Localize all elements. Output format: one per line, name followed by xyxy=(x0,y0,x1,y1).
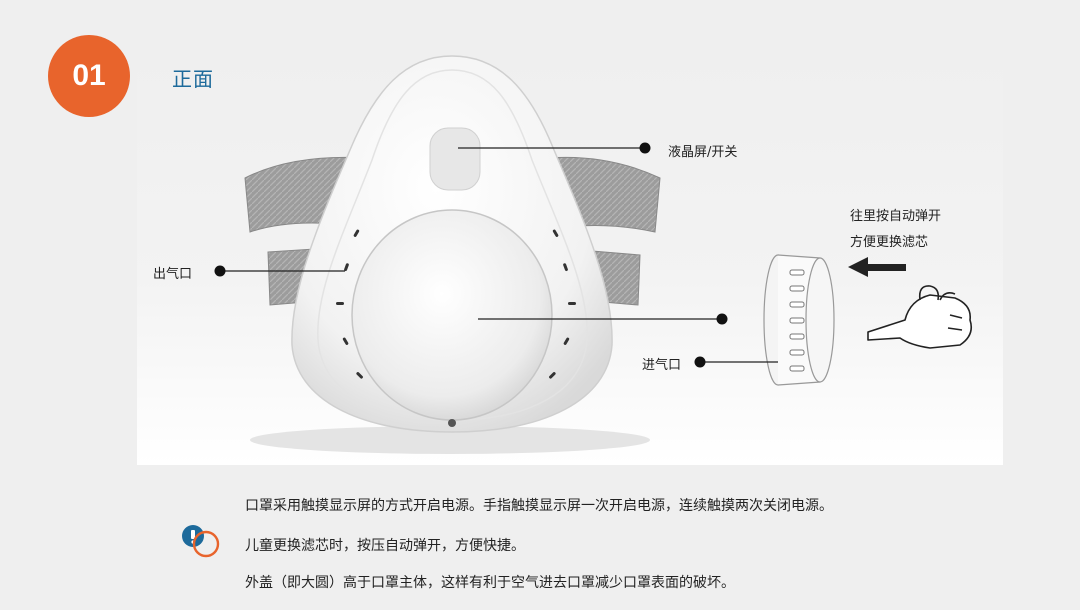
section-title: 正面 xyxy=(172,67,214,91)
mask-shadow xyxy=(250,426,650,454)
description-line-1: 口罩采用触摸显示屏的方式开启电源。手指触摸显示屏一次开启电源，连续触摸两次关闭电… xyxy=(245,498,833,514)
label-push-line2: 方便更换滤芯 xyxy=(850,235,929,250)
bottom-vent xyxy=(448,419,456,427)
pointing-hand-icon xyxy=(867,285,973,349)
callout-lcd xyxy=(458,142,651,154)
push-arrow-icon xyxy=(848,257,906,277)
filter-cartridge xyxy=(763,254,835,386)
callout-inlet xyxy=(694,356,778,368)
description-line-3: 外盖（即大圆）高于口罩主体，这样有利于空气进去口罩减少口罩表面的破坏。 xyxy=(245,575,735,591)
label-lcd-switch: 液晶屏/开关 xyxy=(668,145,738,160)
label-push-line1: 往里按自动弹开 xyxy=(850,209,942,224)
label-outlet: 出气口 xyxy=(153,267,193,282)
callout-outlet xyxy=(214,265,345,277)
outlet-vents xyxy=(336,229,576,379)
description-line-2: 儿童更换滤芯时，按压自动弹开，方便快捷。 xyxy=(245,538,525,554)
section-number-badge: 01 xyxy=(48,35,130,117)
label-inlet: 进气口 xyxy=(642,358,682,373)
callout-cap xyxy=(478,313,728,325)
lcd-switch[interactable] xyxy=(429,127,481,191)
info-bullet-icon xyxy=(182,525,220,558)
section-number: 01 xyxy=(72,59,106,92)
filter-cap[interactable] xyxy=(351,209,553,421)
